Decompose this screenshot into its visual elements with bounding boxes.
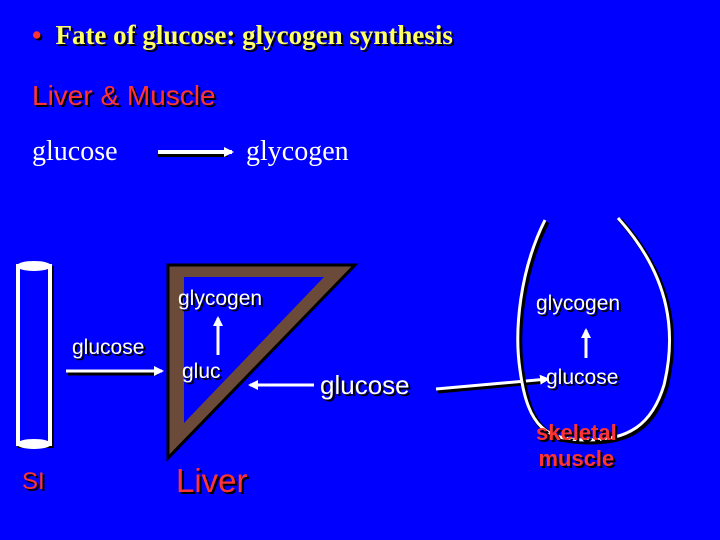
muscle-label-line2: muscle [538,446,615,471]
equation-left: glucose [32,136,118,167]
si-label: SI [22,468,45,495]
blood-glucose-label: glucose [320,370,410,400]
liver-glycogen-label: glycogen [178,287,263,310]
equation-right: glycogen [246,136,349,167]
small-intestine-tube [16,261,54,449]
liver-gluc-label: gluc [182,360,221,383]
si-glucose-label: glucose [72,336,145,359]
liver-triangle [166,263,359,462]
muscle-label: skeletal muscle [536,420,617,472]
blood-to-muscle-arrow [437,378,545,394]
title-bullet: • [32,20,42,50]
muscle-outline [517,218,675,445]
liver-label: Liver [176,462,248,499]
muscle-label-line1: skeletal [536,420,617,445]
slide-title: • Fate of glucose: glycogen synthesis [32,20,453,51]
muscle-glycogen-label: glycogen [536,292,621,315]
muscle-glucose-label: glucose [546,366,619,389]
title-text: Fate of glucose: glycogen synthesis [55,20,453,50]
subtitle: Liver & Muscle [32,80,216,111]
